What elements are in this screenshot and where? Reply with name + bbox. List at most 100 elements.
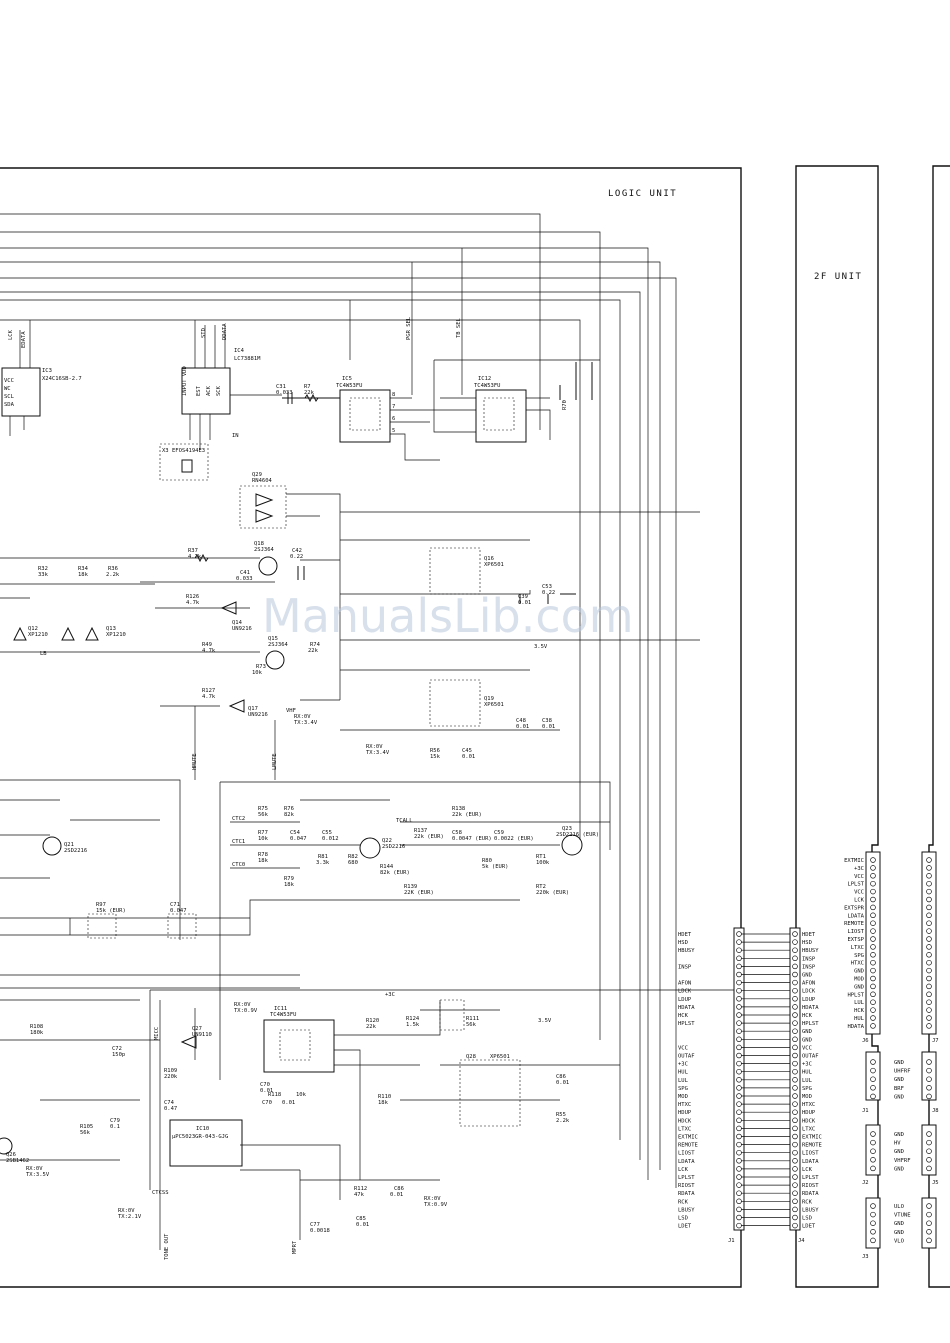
svg-text:22K (EUR): 22K (EUR) bbox=[404, 890, 434, 896]
j3-pin bbox=[870, 1220, 876, 1226]
svg-text:LC73881M: LC73881M bbox=[234, 356, 261, 362]
j4-pin-label: SPG bbox=[802, 1086, 812, 1092]
j1-pin-label: EXTMIC bbox=[678, 1135, 698, 1141]
svg-text:10k: 10k bbox=[252, 670, 263, 676]
svg-text:RT2: RT2 bbox=[536, 884, 546, 890]
svg-text:TX:2.1V: TX:2.1V bbox=[118, 1214, 142, 1220]
svg-text:Q15: Q15 bbox=[268, 636, 278, 642]
svg-text:33k: 33k bbox=[38, 572, 49, 578]
j4-pin-label: LDCK bbox=[802, 989, 816, 995]
side-pin bbox=[926, 1015, 932, 1021]
svg-text:6: 6 bbox=[392, 416, 395, 422]
svg-text:0.47: 0.47 bbox=[164, 1106, 177, 1112]
svg-text:IC3: IC3 bbox=[42, 368, 52, 374]
watermark: ManualsLib.com bbox=[262, 589, 634, 643]
j6-pin bbox=[870, 1023, 876, 1029]
j4-pin bbox=[792, 955, 798, 962]
ctcss-filter: CTC2 CTC1 CTC0 R75 56k R76 82k R77 10k R… bbox=[219, 781, 611, 1080]
j6-pin bbox=[870, 999, 876, 1005]
side-pin bbox=[926, 857, 932, 863]
svg-text:STD: STD bbox=[201, 328, 207, 338]
j4-pin bbox=[792, 1068, 798, 1075]
svg-text:J3: J3 bbox=[862, 1254, 869, 1260]
j1-pin bbox=[736, 1012, 742, 1018]
j1-pin bbox=[736, 1141, 742, 1148]
j1-pin bbox=[736, 1044, 742, 1051]
svg-text:10k: 10k bbox=[296, 1092, 307, 1098]
svg-text:J6: J6 bbox=[862, 1038, 869, 1044]
svg-text:2SD2216 (EUR): 2SD2216 (EUR) bbox=[556, 832, 599, 838]
j1-pin-label: SPG bbox=[678, 1086, 688, 1092]
svg-text:4.7k: 4.7k bbox=[188, 554, 202, 560]
side-pin bbox=[926, 1211, 932, 1218]
j1b-connector: J1 bbox=[862, 1051, 881, 1114]
j4-pin-label: HTXC bbox=[802, 1102, 815, 1108]
j6-pin bbox=[870, 865, 876, 871]
svg-text:TX:3.5V: TX:3.5V bbox=[26, 1172, 50, 1178]
svg-text:0.047: 0.047 bbox=[170, 908, 187, 914]
svg-text:ACK: ACK bbox=[206, 385, 212, 396]
j1b-pin bbox=[870, 1059, 876, 1065]
svg-text:TX:3.4V: TX:3.4V bbox=[294, 720, 318, 726]
j6-pin-label: REMOTE bbox=[844, 921, 864, 927]
j6-pin bbox=[870, 857, 876, 863]
svg-text:8: 8 bbox=[392, 392, 395, 398]
j1-pin-label: VCC bbox=[678, 1045, 688, 1051]
svg-text:C74: C74 bbox=[164, 1100, 175, 1106]
svg-text:0.012: 0.012 bbox=[322, 836, 339, 842]
ic4-cts-decoder: IC4 LC73881M INPUT VDD EST ACK SCK STD D… bbox=[159, 320, 282, 481]
svg-text:SDA: SDA bbox=[4, 402, 15, 408]
j1b-pin bbox=[870, 1093, 876, 1100]
xp1210-row: R32 33k R34 18k R36 2.2k Q12 XP1210 Q13 … bbox=[0, 566, 155, 657]
svg-text:TB SEL: TB SEL bbox=[456, 317, 462, 338]
svg-text:0.01: 0.01 bbox=[556, 1080, 569, 1086]
svg-text:C70: C70 bbox=[260, 1082, 270, 1088]
j4-pin-label: EXTMIC bbox=[802, 1135, 822, 1141]
j4-pin bbox=[792, 1117, 798, 1124]
j1-pin bbox=[736, 1125, 742, 1132]
svg-text:C39: C39 bbox=[518, 594, 528, 600]
j1-pin-label: RCK bbox=[678, 1199, 689, 1205]
j1-pin bbox=[736, 1214, 742, 1221]
j4-pin bbox=[792, 1214, 798, 1221]
svg-text:18k: 18k bbox=[284, 882, 295, 888]
j6-pin bbox=[870, 873, 876, 879]
j1-pin-label: LSD bbox=[678, 1216, 688, 1222]
svg-text:Q16: Q16 bbox=[484, 556, 494, 562]
j6-pin bbox=[870, 896, 876, 903]
j2-pin-label: HV bbox=[894, 1141, 901, 1147]
j1-pin bbox=[736, 987, 742, 994]
j3-pin-label: GND bbox=[894, 1221, 904, 1227]
j4-pin bbox=[792, 1158, 798, 1164]
svg-text:EDATA: EDATA bbox=[21, 331, 27, 348]
svg-text:R127: R127 bbox=[202, 688, 215, 694]
svg-text:22k (EUR): 22k (EUR) bbox=[452, 812, 482, 818]
j6-pin-label: HTXC bbox=[851, 961, 864, 967]
svg-text:C45: C45 bbox=[462, 748, 472, 754]
j4-pin-label: GND bbox=[802, 1029, 812, 1035]
j4-pin-label: HDATA bbox=[802, 1005, 819, 1011]
j6-pin bbox=[870, 959, 876, 966]
svg-text:C55: C55 bbox=[322, 830, 332, 836]
svg-text:1.5k: 1.5k bbox=[406, 1022, 420, 1028]
svg-text:0.0022 (EUR): 0.0022 (EUR) bbox=[494, 836, 534, 842]
j1-pin-label: HSD bbox=[678, 940, 688, 946]
j4-pin bbox=[792, 947, 798, 953]
j1-pin bbox=[736, 1085, 742, 1091]
j6-pin bbox=[870, 880, 876, 887]
svg-text:TCALL: TCALL bbox=[396, 818, 413, 824]
j6-pin-label: HCK bbox=[854, 1008, 865, 1014]
svg-text:2.2k: 2.2k bbox=[106, 572, 120, 578]
j4-pin bbox=[792, 963, 798, 970]
j1-pin-label: LUL bbox=[678, 1078, 689, 1084]
svg-text:2SJ364: 2SJ364 bbox=[254, 547, 275, 553]
svg-text:Q13: Q13 bbox=[106, 626, 116, 632]
j1-pin bbox=[736, 1117, 742, 1124]
svg-text:Q29: Q29 bbox=[252, 472, 262, 478]
svg-text:LCK: LCK bbox=[8, 329, 14, 340]
side-pin bbox=[926, 967, 932, 974]
2f-unit-frame: 2F UNIT bbox=[795, 165, 879, 1288]
svg-text:R74: R74 bbox=[310, 642, 321, 648]
j1-pin-label: +3C bbox=[678, 1062, 688, 1068]
